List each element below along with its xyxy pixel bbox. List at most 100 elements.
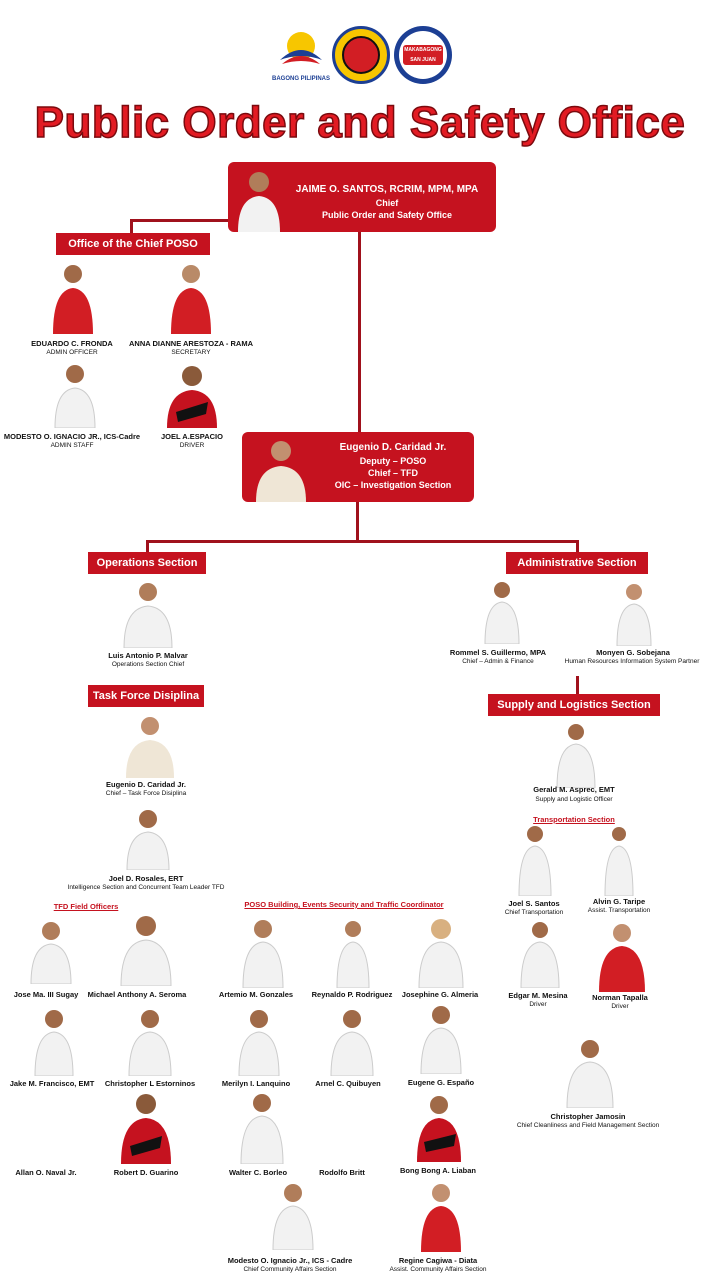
person-photo	[566, 1036, 614, 1109]
person-photo	[556, 720, 596, 789]
coordinator-name: Artemio M. Gonzales	[218, 990, 294, 999]
connector	[576, 676, 579, 696]
staff-name: JOEL A.ESPACIO	[161, 432, 223, 441]
san-juan-seal	[332, 26, 390, 84]
transport-name: Alvin G. Taripe	[592, 897, 646, 906]
office-chief-label: Office of the Chief POSO	[56, 233, 210, 255]
person-photo	[126, 806, 170, 871]
person-photo	[122, 578, 174, 649]
chief-office: Public Order and Safety Office	[321, 210, 453, 220]
ops-chief-name: Luis Antonio P. Malvar	[108, 651, 188, 660]
person-photo	[166, 362, 218, 428]
person-photo	[616, 580, 652, 647]
transport-name: Joel S. Santos	[508, 899, 560, 908]
cleanliness-name: Christopher Jamosin	[550, 1112, 626, 1121]
chief-title: Chief	[375, 198, 399, 208]
person-photo	[242, 916, 284, 989]
intel-name: Joel D. Rosales, ERT	[108, 874, 184, 883]
connector	[356, 500, 359, 542]
deputy-box: Eugenio D. Caridad Jr. Deputy – POSO Chi…	[242, 432, 474, 502]
staff-name: ANNA DIANNE ARESTOZA - RAMA	[128, 339, 254, 348]
deputy-line: Chief – TFD	[367, 468, 418, 478]
tfd-chief-role: Chief – Task Force Disiplina	[105, 790, 187, 797]
person-photo	[52, 260, 94, 334]
person-photo	[416, 1092, 462, 1162]
transport-name: Edgar M. Mesina	[508, 991, 568, 1000]
person-photo	[420, 1180, 462, 1252]
officer-name: Robert D. Guarino	[113, 1168, 179, 1177]
ops-chief-role: Operations Section Chief	[111, 661, 185, 668]
intel-role: Intelligence Section and Concurrent Team…	[67, 884, 225, 891]
coordinator-name: Reynaldo P. Rodriguez	[311, 990, 393, 999]
community-chief-name: Modesto O. Ignacio Jr., ICS - Cadre	[227, 1256, 353, 1265]
transport-role: Driver	[529, 1001, 547, 1008]
transportation-label: Transportation Section	[533, 815, 615, 824]
transport-name: Norman Tapalla	[592, 993, 648, 1002]
community-chief-role: Chief Community Affairs Section	[243, 1266, 337, 1273]
person-photo	[124, 712, 176, 778]
task-force-label: Task Force Disiplina	[88, 685, 204, 707]
transport-role: Assist. Transportation	[587, 907, 651, 914]
coordinator-name: Rodolfo Britt	[319, 1168, 365, 1177]
supply-chief-name: Gerald M. Asprec, EMT	[533, 785, 615, 794]
person-photo	[120, 1090, 172, 1164]
tfd-chief-name: Eugenio D. Caridad Jr.	[105, 780, 187, 789]
poso-building-label: POSO Building, Events Security and Traff…	[244, 900, 444, 909]
person-photo	[604, 822, 634, 897]
staff-name: MODESTO O. IGNACIO JR., ICS-Cadre	[3, 432, 141, 441]
deputy-name: Eugenio D. Caridad Jr.	[339, 442, 447, 453]
person-photo	[518, 822, 552, 897]
person-photo	[120, 912, 172, 987]
chief-box: JAIME O. SANTOS, RCRIM, MPM, MPA Chief P…	[228, 162, 496, 232]
deputy-photo	[254, 434, 308, 502]
coordinator-name: Merilyn I. Lanquino	[221, 1079, 291, 1088]
transport-role: Driver	[611, 1003, 629, 1010]
coordinator-name: Walter C. Borleo	[228, 1168, 288, 1177]
connector	[358, 232, 361, 432]
person-photo	[598, 920, 646, 992]
person-photo	[330, 1006, 374, 1077]
person-photo	[238, 1006, 280, 1077]
community-assist-name: Regine Cagiwa - Diata	[398, 1256, 478, 1265]
bagong-pilipinas-label: BAGONG PILIPINAS	[271, 76, 330, 82]
person-photo	[484, 578, 520, 645]
page-title: Public Order and Safety Office	[34, 97, 686, 148]
officer-name: Michael Anthony A. Seroma	[87, 990, 187, 999]
admin-chief-name: Rommel S. Guillermo, MPA	[449, 648, 547, 657]
bagong-pilipinas-logo	[274, 24, 328, 78]
officer-name: Jake M. Francisco, EMT	[9, 1079, 95, 1088]
makabagong-label: MAKABAGONG SAN JUAN	[403, 45, 443, 65]
coordinator-name: Bong Bong A. Liaban	[400, 1166, 476, 1175]
chief-photo	[236, 164, 282, 232]
makabagong-san-juan-logo: MAKABAGONG SAN JUAN	[394, 26, 452, 84]
officer-name: Christopher L Estorninos	[104, 1079, 196, 1088]
person-photo	[420, 1002, 462, 1075]
supply-chief-role: Supply and Logistic Officer	[535, 796, 613, 803]
person-photo	[240, 1090, 284, 1165]
chief-name: JAIME O. SANTOS, RCRIM, MPM, MPA	[295, 184, 479, 195]
hris-role: Human Resources Information System Partn…	[564, 658, 700, 665]
coordinator-name: Eugene G. Españo	[407, 1078, 475, 1087]
admin-chief-role: Chief – Admin & Finance	[462, 658, 534, 665]
staff-role: DRIVER	[179, 442, 205, 449]
hris-name: Monyen G. Sobejana	[596, 648, 670, 657]
person-photo	[336, 916, 370, 989]
transport-role: Chief Transportation	[504, 909, 564, 916]
administrative-section-label: Administrative Section	[506, 552, 648, 574]
operations-section-label: Operations Section	[88, 552, 206, 574]
community-assist-role: Assist. Community Affairs Section	[389, 1266, 487, 1273]
person-photo	[54, 360, 96, 429]
staff-role: ADMIN OFFICER	[46, 349, 98, 356]
person-photo	[272, 1180, 314, 1251]
officer-name: Allan O. Naval Jr.	[15, 1168, 77, 1177]
deputy-line: OIC – Investigation Section	[334, 480, 452, 490]
staff-role: SECRETARY	[171, 349, 211, 356]
coordinator-name: Arnel C. Quibuyen	[315, 1079, 381, 1088]
supply-logistics-label: Supply and Logistics Section	[488, 694, 660, 716]
person-photo	[30, 918, 72, 985]
connector	[146, 540, 149, 554]
connector	[130, 219, 133, 235]
officer-name: Jose Ma. III Sugay	[13, 990, 79, 999]
person-photo	[170, 260, 212, 334]
staff-name: EDUARDO C. FRONDA	[31, 339, 113, 348]
